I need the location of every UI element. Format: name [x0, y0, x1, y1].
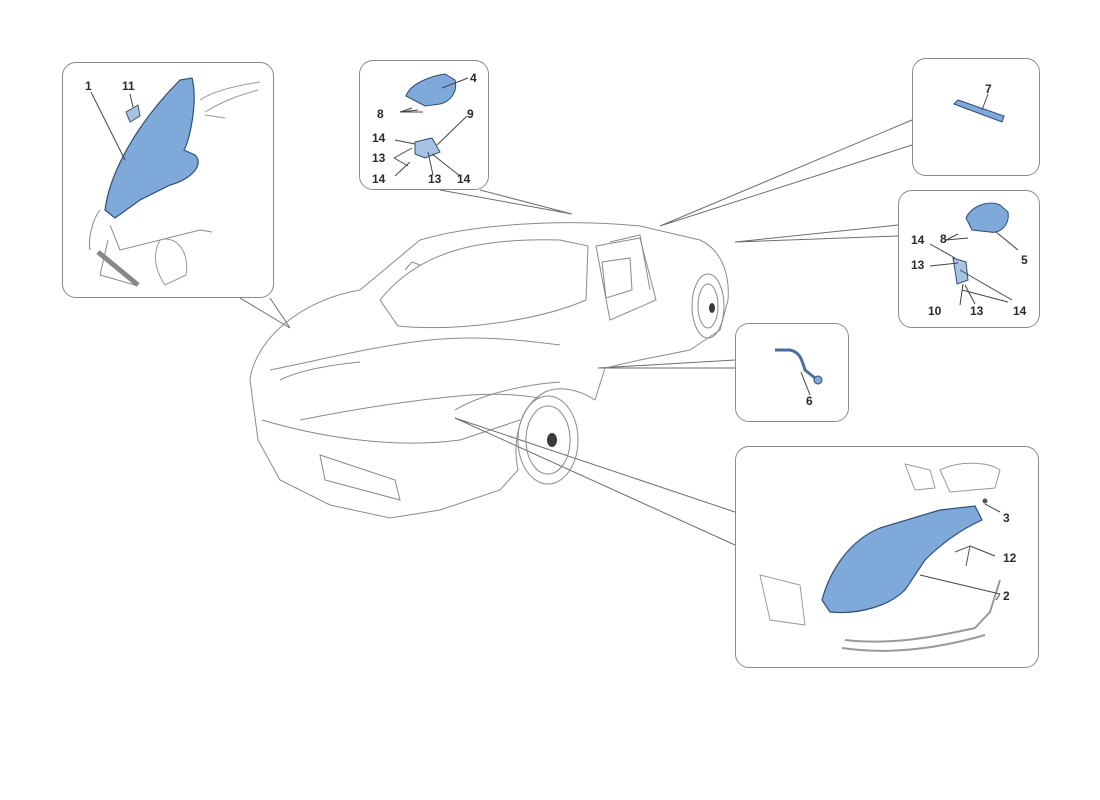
leader-wiring [597, 359, 736, 369]
callout-box-wiring [735, 323, 849, 422]
leader-plate-lamp [734, 224, 899, 243]
callout-label-6: 6 [806, 394, 813, 408]
callout-label-14: 14 [911, 233, 925, 247]
side-lamp-parts [393, 73, 469, 177]
callout-label-13: 13 [428, 172, 442, 186]
callout-label-8: 8 [377, 107, 384, 121]
callout-label-12: 12 [1003, 551, 1017, 565]
plate-lamp-parts [929, 202, 1019, 306]
callout-label-11: 11 [122, 79, 135, 93]
callout-label-1: 1 [85, 79, 92, 93]
leader-side-lamp [439, 189, 573, 215]
leader-headlamp [454, 417, 736, 546]
callout-label-9: 9 [467, 107, 474, 121]
wiring-lead-part [775, 348, 823, 396]
callout-label-2: 2 [1003, 589, 1010, 603]
brake-light-part [953, 93, 1005, 123]
leader-rear-lamp [239, 297, 291, 329]
callout-label-14: 14 [1013, 304, 1027, 318]
callout-label-13: 13 [911, 258, 925, 272]
callout-label-4: 4 [470, 71, 477, 85]
callout-box-brake-light [912, 58, 1040, 176]
callout-label-5: 5 [1021, 253, 1028, 267]
callout-label-14: 14 [457, 172, 471, 186]
leader-brake-light [659, 119, 913, 227]
callout-label-13: 13 [372, 151, 386, 165]
callout-label-14: 14 [372, 172, 386, 186]
callout-label-13: 13 [970, 304, 984, 318]
callout-label-14: 14 [372, 131, 386, 145]
rear-lamp-part [89, 77, 261, 287]
car-outline [249, 222, 729, 519]
callout-label-7: 7 [985, 82, 992, 96]
callout-label-10: 10 [928, 304, 942, 318]
headlamp-parts [759, 462, 1001, 652]
callout-label-3: 3 [1003, 511, 1010, 525]
callout-label-8: 8 [940, 232, 947, 246]
